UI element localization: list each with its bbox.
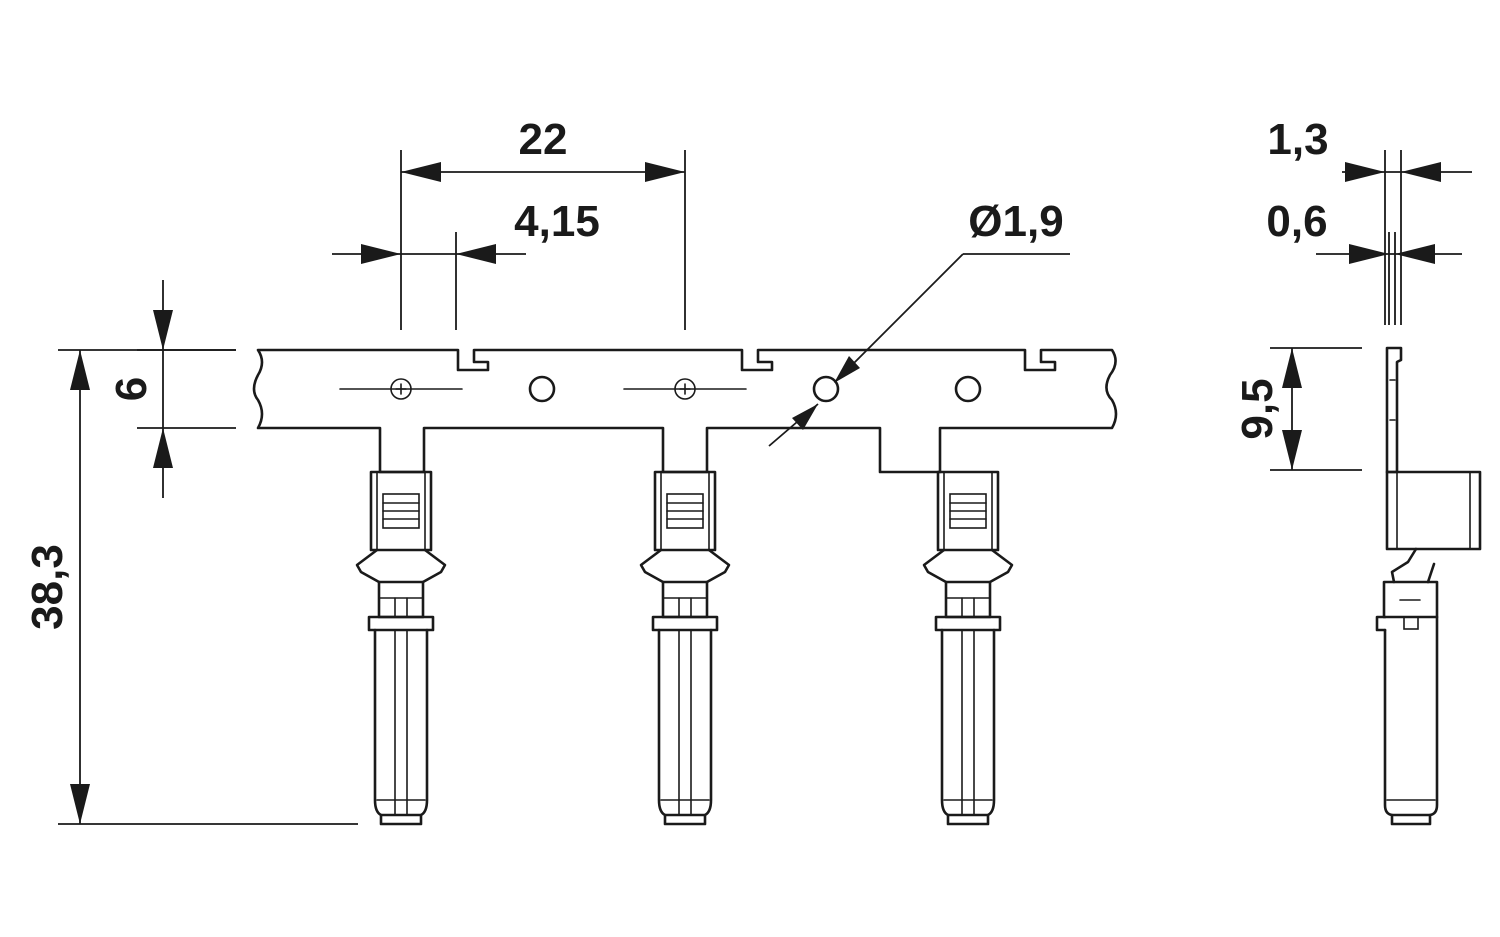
total-length-label: 38,3 [23, 544, 72, 630]
contact-3 [922, 470, 1014, 826]
side-height-dimension: 9,5 [1233, 347, 1362, 471]
carrier-height-dimension: 6 [107, 280, 236, 498]
hole-diameter-dimension: Ø1,9 [768, 197, 1070, 447]
thickness-inner-dimension: 0,6 [1266, 197, 1462, 325]
pitch-dimension: 22 [400, 115, 686, 330]
side-height-label: 9,5 [1233, 378, 1282, 439]
contact-2 [639, 470, 731, 826]
thickness-outer-dimension: 1,3 [1267, 115, 1472, 325]
thickness-inner-label: 0,6 [1266, 197, 1327, 246]
contact-1 [355, 470, 447, 826]
side-view [1375, 346, 1482, 826]
front-view [252, 348, 1118, 826]
pitch-label: 22 [519, 115, 568, 164]
offset-label: 4,15 [514, 197, 600, 246]
hole-diameter-label: Ø1,9 [968, 197, 1063, 246]
total-length-dimension: 38,3 [23, 349, 358, 825]
thickness-outer-label: 1,3 [1267, 115, 1328, 164]
offset-dimension: 4,15 [332, 197, 600, 330]
carrier-height-label: 6 [107, 377, 156, 401]
